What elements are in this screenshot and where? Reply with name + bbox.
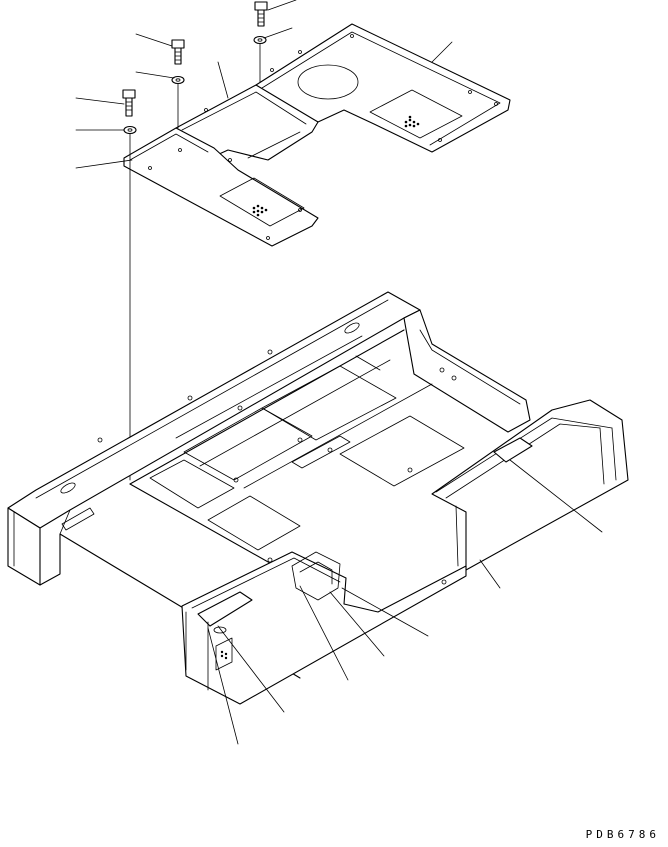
bolt-1 <box>255 2 267 26</box>
leader-lines <box>76 0 602 744</box>
mesh-grille <box>220 650 228 660</box>
bolt-3 <box>123 90 135 116</box>
frame-fittings <box>98 350 456 584</box>
bolt-2 <box>172 40 184 64</box>
mesh-grille <box>252 204 268 217</box>
bolts-and-washers <box>123 2 267 480</box>
plate-holes <box>149 35 498 240</box>
revolving-frame <box>8 292 628 704</box>
washer-3 <box>124 127 136 134</box>
drawing-number: PDB6786 <box>585 828 660 841</box>
floor-cover-plates <box>124 24 510 246</box>
washer-2 <box>172 77 184 84</box>
washer-1 <box>254 37 266 44</box>
mesh-grille <box>404 115 420 128</box>
